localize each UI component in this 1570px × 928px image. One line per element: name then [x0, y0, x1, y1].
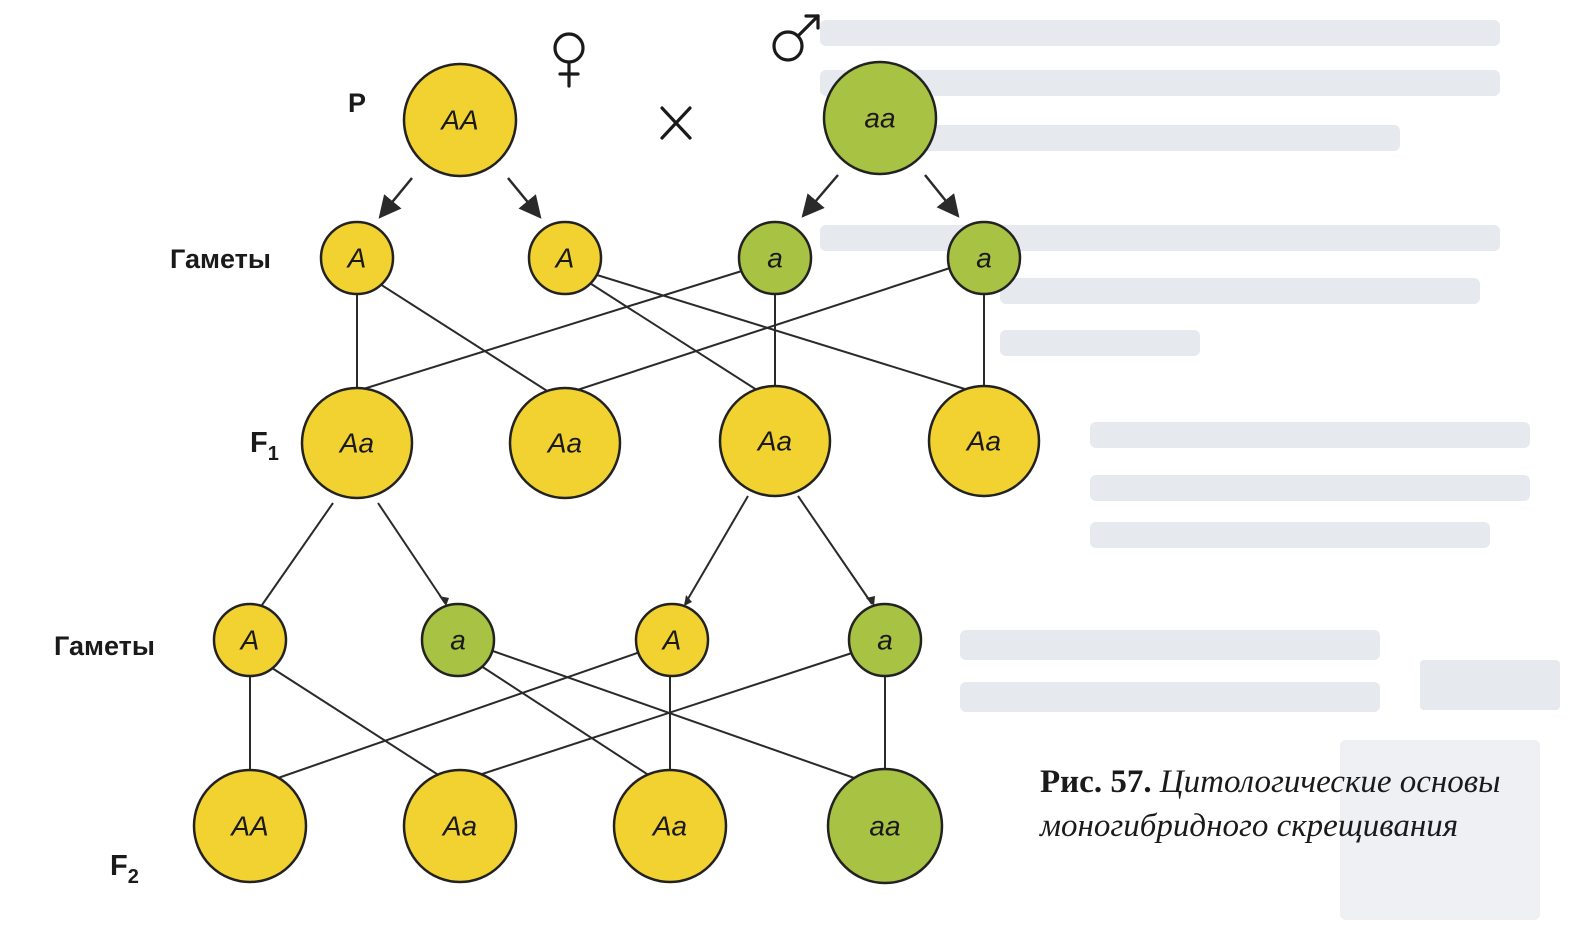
- row-label-f1-letter: F: [250, 427, 268, 459]
- node-circle: [508, 386, 622, 500]
- node-circle: [402, 62, 518, 178]
- link-g2-2-f2-3: [477, 663, 651, 777]
- node-f1-4: Aa: [927, 384, 1041, 498]
- link-f1-1-g2-2: [377, 502, 446, 604]
- genotype-label: Aa: [441, 811, 477, 842]
- node-gamete-1-1: A: [319, 220, 395, 296]
- genotype-label: A: [346, 243, 367, 274]
- node-circle: [826, 767, 944, 885]
- node-f2-1: AA: [192, 768, 308, 884]
- link-g1-2-f1-4: [596, 274, 969, 391]
- arrowtip-g2-2: [439, 596, 449, 606]
- link-g2-2-f2-4: [489, 649, 861, 781]
- node-circle: [319, 220, 395, 296]
- node-circle: [847, 602, 923, 678]
- arrow-female-left: [378, 177, 413, 219]
- node-circle: [420, 602, 496, 678]
- node-f2-2: Aa: [402, 768, 518, 884]
- node-circle: [612, 768, 728, 884]
- node-f1-2: Aa: [508, 386, 622, 500]
- genotype-label: Aa: [756, 426, 792, 457]
- link-g2-3-f2-1: [277, 651, 641, 779]
- figure-caption-text: Цитологические основы моногибридного скр…: [1040, 764, 1501, 844]
- node-f1-1: Aa: [300, 386, 414, 500]
- link-g2-4-f2-2: [469, 651, 856, 779]
- link-g1-3-f1-1: [359, 269, 746, 391]
- node-circle: [822, 60, 938, 176]
- row-label-f1-subscript: 1: [268, 443, 279, 465]
- row-label-p: P: [348, 88, 366, 118]
- genotype-label: Aa: [546, 428, 582, 459]
- node-f1-3: Aa: [718, 384, 832, 498]
- row-label-f2-letter: F: [110, 850, 128, 882]
- node-circle: [192, 768, 308, 884]
- row-label-gametes-2: Гаметы: [54, 631, 155, 661]
- arrow-male-right: [924, 174, 960, 218]
- node-circle: [300, 386, 414, 500]
- link-g2-1-f2-2: [271, 667, 441, 777]
- cross-symbol-icon: [660, 106, 692, 140]
- link-g1-4-f1-2: [564, 267, 951, 395]
- genotype-label: a: [877, 625, 893, 656]
- node-circle: [737, 220, 813, 296]
- genotype-label: aa: [864, 103, 895, 134]
- genotype-label: A: [239, 625, 260, 656]
- link-g1-2-f1-3: [584, 279, 761, 393]
- node-circle: [946, 220, 1022, 296]
- genotype-label: A: [661, 625, 682, 656]
- node-circle: [718, 384, 832, 498]
- node-circle: [402, 768, 518, 884]
- node-circle: [212, 602, 288, 678]
- node-circle: [634, 602, 710, 678]
- genotype-label: Aa: [651, 811, 687, 842]
- node-gamete-2-4: a: [847, 602, 923, 678]
- figure-number: Рис. 57.: [1040, 764, 1152, 800]
- link-g1-1-f1-2: [379, 283, 556, 397]
- genotype-label: Aa: [965, 426, 1001, 457]
- node-f2-3: Aa: [612, 768, 728, 884]
- arrow-male-left: [801, 174, 839, 218]
- genotype-label: AA: [439, 105, 478, 136]
- female-symbol-icon: [553, 32, 585, 88]
- node-gamete-2-1: A: [212, 602, 288, 678]
- node-p-male: aa: [822, 60, 938, 176]
- arrow-female-right: [507, 177, 542, 219]
- genotype-label: AA: [229, 811, 268, 842]
- genotype-label: Aa: [338, 428, 374, 459]
- node-gamete-2-2: a: [420, 602, 496, 678]
- row-label-gametes-1: Гаметы: [170, 244, 271, 274]
- genotype-label: a: [767, 243, 783, 274]
- genotype-label: aa: [869, 811, 900, 842]
- link-f1-3-g2-4: [797, 495, 873, 605]
- node-gamete-2-3: A: [634, 602, 710, 678]
- arrowtip-g2-4: [866, 596, 875, 606]
- node-f2-4: aa: [826, 767, 944, 885]
- node-p-female: AA: [402, 62, 518, 178]
- node-circle: [927, 384, 1041, 498]
- node-gamete-1-4: a: [946, 220, 1022, 296]
- genotype-label: A: [554, 243, 575, 274]
- figure-caption: Рис. 57. Цитологические основы моногибри…: [1040, 760, 1560, 848]
- link-f1-1-g2-1: [261, 502, 334, 606]
- genotype-label: a: [976, 243, 992, 274]
- node-circle: [527, 220, 603, 296]
- row-label-f2: F2: [110, 850, 139, 888]
- arrowtip-g2-3: [684, 595, 692, 606]
- node-gamete-1-3: a: [737, 220, 813, 296]
- row-label-f2-subscript: 2: [128, 866, 139, 888]
- male-symbol-icon: [772, 14, 820, 62]
- row-label-f1: F1: [250, 427, 279, 465]
- genotype-label: a: [450, 625, 466, 656]
- link-f1-3-g2-3: [684, 495, 749, 605]
- node-gamete-1-2: A: [527, 220, 603, 296]
